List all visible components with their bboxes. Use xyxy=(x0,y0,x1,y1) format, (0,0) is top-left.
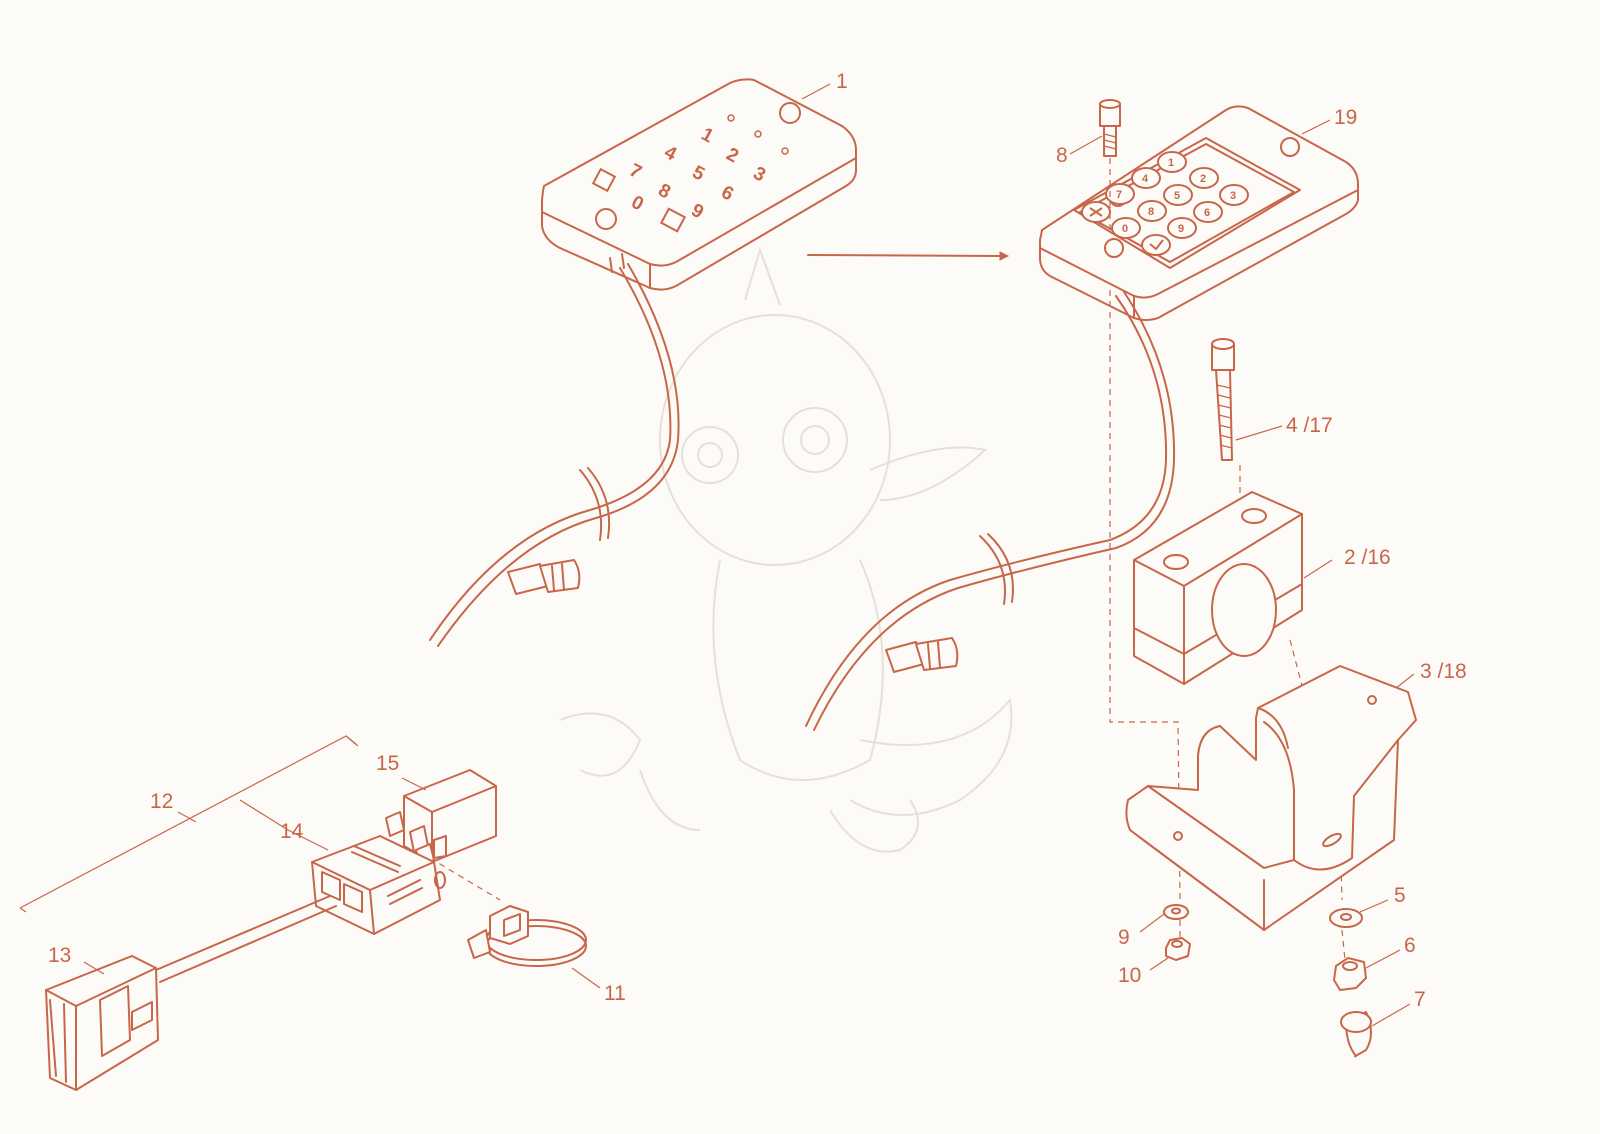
keypad-touch-part-1 xyxy=(541,78,857,291)
connector-part-13 xyxy=(45,955,159,1091)
cancel-key-icon xyxy=(1089,207,1103,217)
bolt-part-4-17 xyxy=(1211,338,1235,461)
label-part-6: 6 xyxy=(1404,934,1416,957)
hose-clamp-part-11 xyxy=(467,905,587,967)
screw-part-8 xyxy=(1099,99,1121,157)
bracket-part-3-18 xyxy=(1125,665,1417,931)
label-part-13: 13 xyxy=(48,944,71,967)
washer-part-5 xyxy=(1329,908,1363,928)
label-part-11: 11 xyxy=(604,982,626,1005)
background-watermark-figure xyxy=(559,246,1013,853)
button-key-1: 1 xyxy=(1168,157,1174,169)
label-part-5: 5 xyxy=(1394,884,1406,907)
label-part-15: 15 xyxy=(376,752,399,775)
harness-callout-brackets xyxy=(19,735,359,913)
button-key-6: 6 xyxy=(1204,207,1210,219)
callout-labels: 1 19 8 4 /17 2 /16 3 /18 5 6 7 9 10 11 1… xyxy=(48,70,1467,1011)
label-part-10: 10 xyxy=(1118,964,1141,987)
relay-socket-part-14 xyxy=(311,835,446,935)
leader-lines xyxy=(83,83,1415,1027)
label-part-3-18: 3 /18 xyxy=(1420,660,1467,683)
label-part-19: 19 xyxy=(1334,106,1357,129)
label-part-1: 1 xyxy=(836,70,848,93)
button-key-7: 7 xyxy=(1116,189,1122,201)
upgrade-arrow xyxy=(807,251,1010,261)
button-key-0: 0 xyxy=(1122,223,1128,235)
button-key-2: 2 xyxy=(1200,173,1206,185)
keypad-19-cable xyxy=(805,291,1176,731)
label-part-2-16: 2 /16 xyxy=(1344,546,1391,569)
cap-nut-part-7 xyxy=(1340,1011,1372,1058)
nut-part-6 xyxy=(1333,957,1367,991)
confirm-key-icon xyxy=(659,207,687,233)
nut-part-10 xyxy=(1165,937,1191,961)
label-part-12: 12 xyxy=(150,790,173,813)
label-part-14: 14 xyxy=(280,820,304,843)
ok-key-icon xyxy=(1149,239,1164,251)
washer-part-9 xyxy=(1163,904,1189,920)
button-key-9: 9 xyxy=(1178,223,1184,235)
label-part-7: 7 xyxy=(1414,988,1426,1011)
keypad-button-keys: 1 2 3 4 5 6 7 8 9 0 xyxy=(1081,151,1249,256)
label-part-4-17: 4 /17 xyxy=(1286,414,1333,437)
relay-part-15 xyxy=(385,769,497,867)
button-key-3: 3 xyxy=(1230,190,1236,202)
clamp-block-part-2-16 xyxy=(1133,491,1303,685)
harness-cable xyxy=(155,895,337,983)
label-part-8: 8 xyxy=(1056,144,1068,167)
keypad-1-cable xyxy=(429,263,680,647)
button-key-5: 5 xyxy=(1174,190,1180,202)
button-key-8: 8 xyxy=(1148,206,1154,218)
lock-key-icon xyxy=(591,167,617,193)
label-part-9: 9 xyxy=(1118,926,1130,949)
button-key-4: 4 xyxy=(1142,173,1149,185)
